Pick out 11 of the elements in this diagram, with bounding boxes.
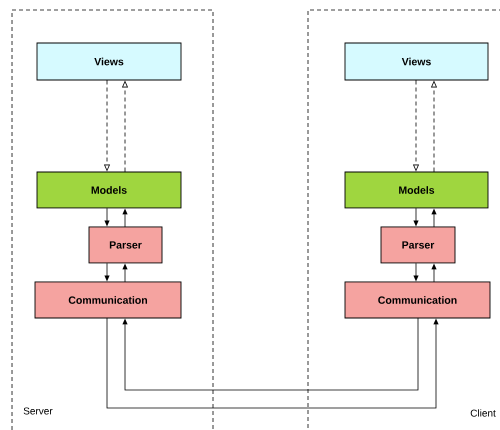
views-box: Views — [36, 42, 182, 80]
module-box: Parser — [380, 226, 456, 264]
tier-label: Client — [470, 409, 496, 417]
models-box: Models — [344, 172, 488, 208]
module-box: Communication — [34, 282, 182, 318]
views-box: Views — [344, 42, 488, 80]
module-box: Parser — [88, 226, 162, 264]
models-box: Models — [36, 172, 182, 208]
module-box: Communication — [344, 282, 490, 318]
tier-label: Server — [24, 407, 52, 415]
arrow — [122, 318, 418, 390]
